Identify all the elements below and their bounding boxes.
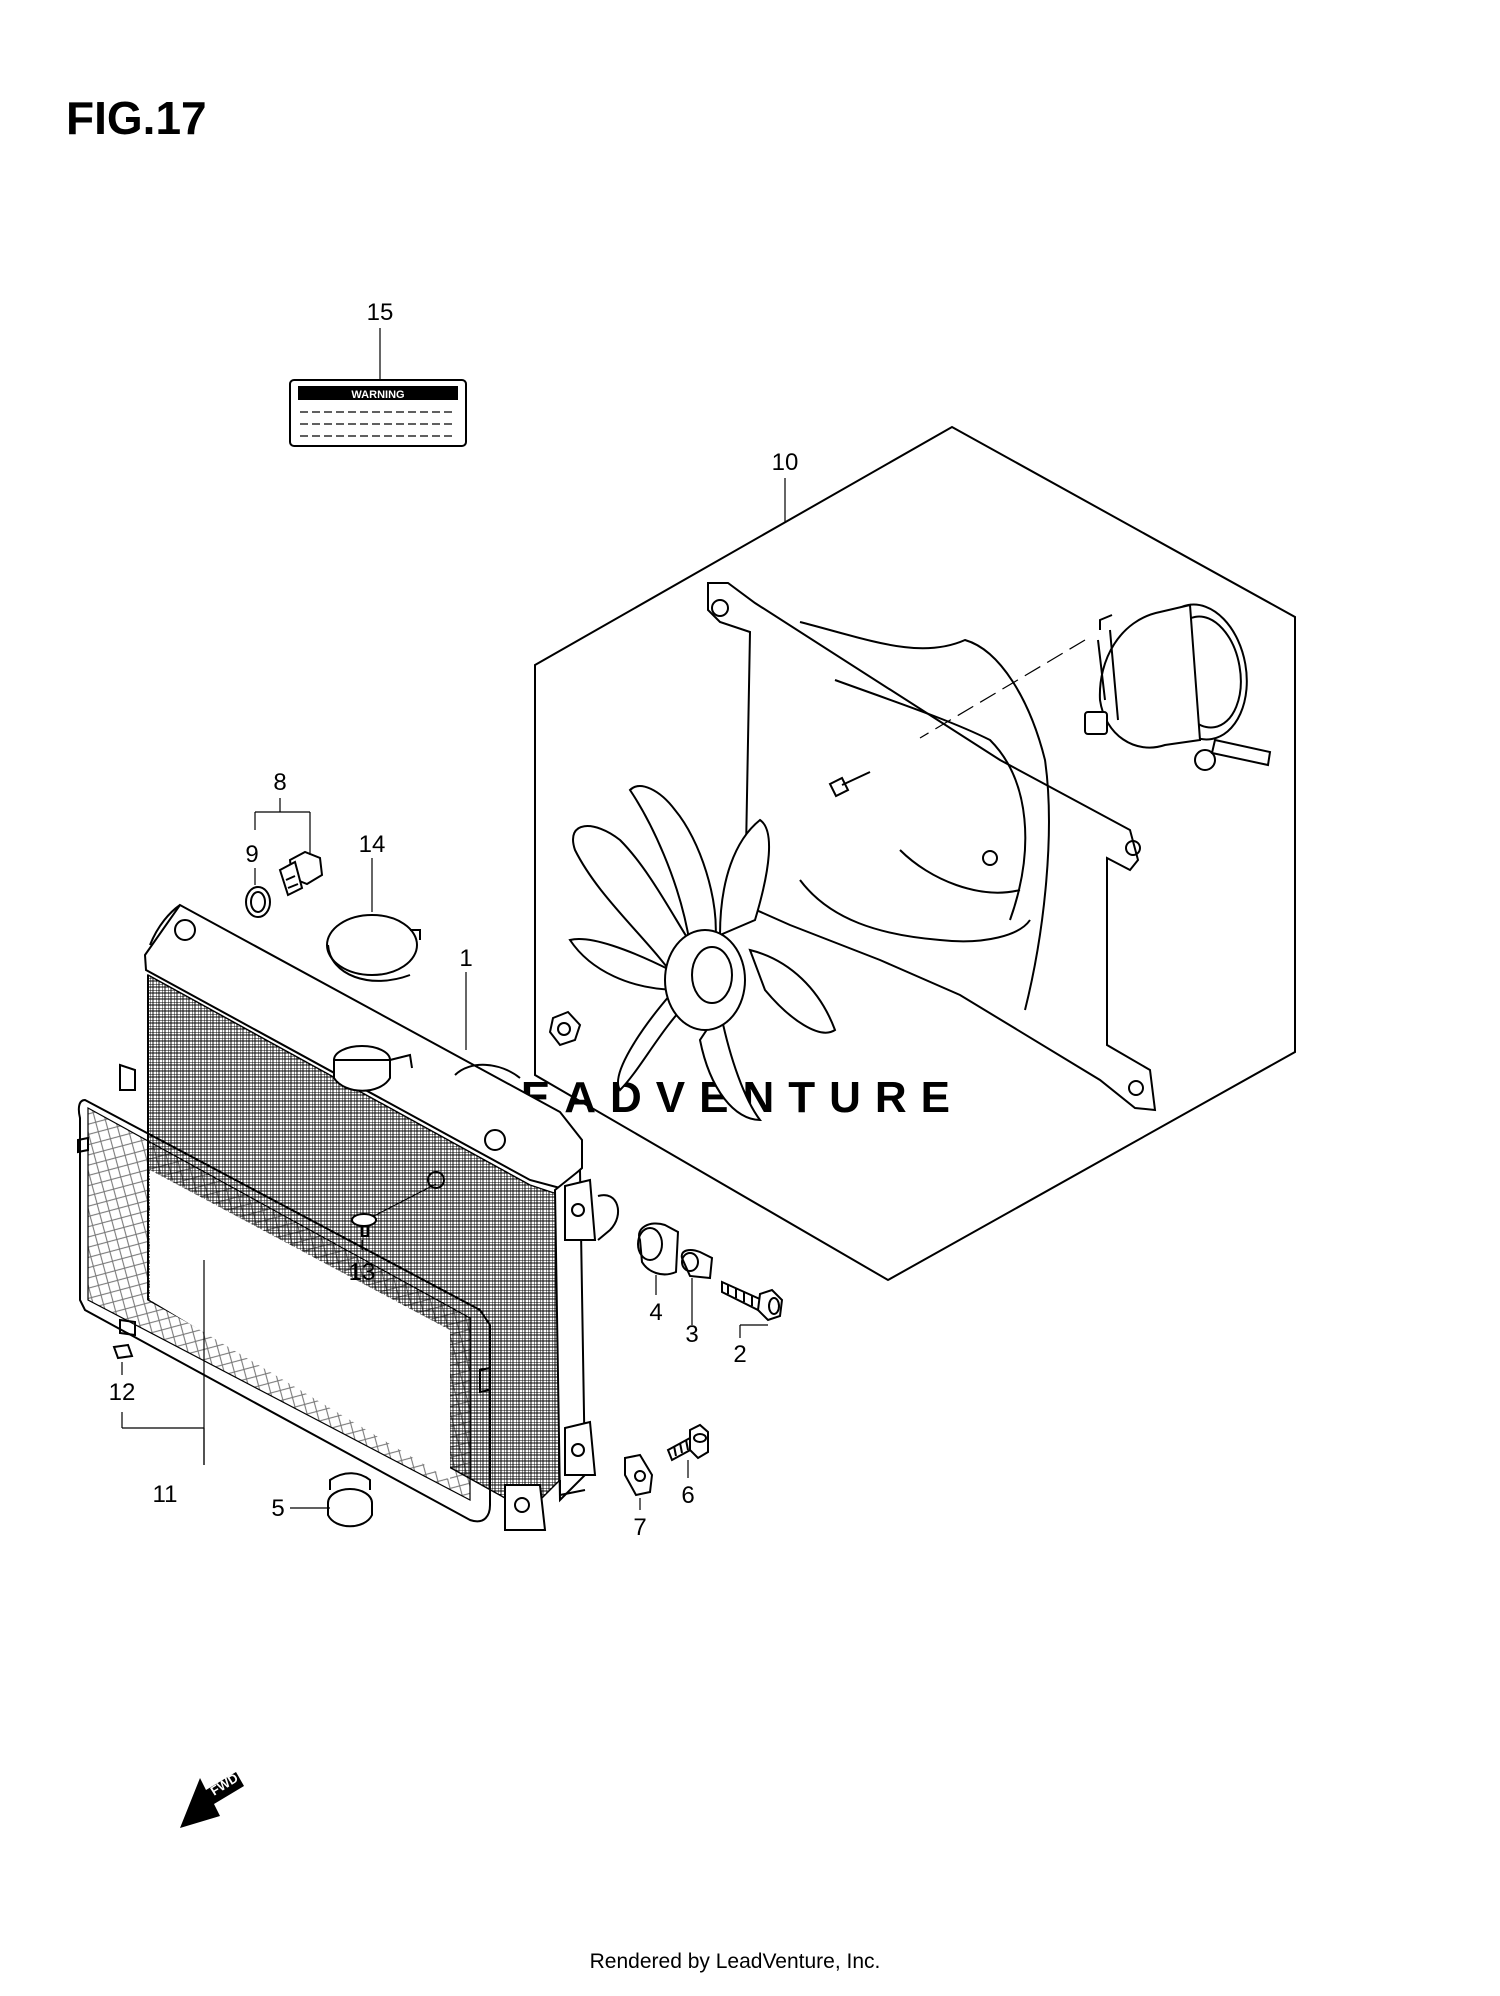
fan-nut[interactable] [548, 1010, 582, 1047]
part-3-collar[interactable] [680, 1249, 714, 1280]
callout-9[interactable]: 9 [245, 841, 258, 868]
fan-blade[interactable] [568, 785, 837, 1122]
warning-label-text: WARNING [351, 389, 404, 401]
fan-motor[interactable] [1084, 597, 1272, 771]
part-4-bushing[interactable] [637, 1222, 680, 1276]
callouts: 15 10 8 9 14 1 13 4 3 2 12 11 5 6 7 [109, 299, 799, 1541]
callout-13[interactable]: 13 [349, 1259, 376, 1286]
part-15-warning-label[interactable]: WARNING [289, 328, 467, 447]
callout-7[interactable]: 7 [633, 1514, 646, 1541]
part-11-mesh-guard[interactable] [77, 1063, 491, 1523]
callout-8[interactable]: 8 [273, 769, 286, 796]
leader-lines [121, 798, 768, 1510]
part-5-grommet[interactable] [327, 1472, 373, 1528]
callout-2[interactable]: 2 [733, 1341, 746, 1368]
callout-12[interactable]: 12 [109, 1379, 136, 1406]
callout-1[interactable]: 1 [459, 945, 472, 972]
part-13-screw[interactable] [351, 1183, 437, 1237]
part-9-o-ring[interactable] [245, 886, 271, 918]
part-6-bolt[interactable] [666, 1423, 709, 1462]
part-14-radiator-cap[interactable] [326, 914, 421, 982]
callout-3[interactable]: 3 [685, 1321, 698, 1348]
callout-10[interactable]: 10 [772, 449, 799, 476]
callout-15[interactable]: 15 [367, 299, 394, 326]
footer-credit: Rendered by LeadVenture, Inc. [590, 1950, 881, 1973]
part-2-bolt[interactable] [721, 1280, 784, 1322]
fwd-arrow-icon: FWD [180, 1770, 244, 1828]
part-12-spacer[interactable] [112, 1343, 134, 1360]
callout-4[interactable]: 4 [649, 1299, 662, 1326]
callout-14[interactable]: 14 [359, 831, 386, 858]
part-10-fan-assembly[interactable] [534, 425, 1296, 1282]
callout-6[interactable]: 6 [681, 1482, 694, 1509]
part-7-clip-nut[interactable] [624, 1453, 654, 1497]
figure-title: FIG.17 [66, 92, 207, 144]
callout-11[interactable]: 11 [153, 1481, 178, 1508]
motor-screw[interactable] [828, 771, 871, 798]
part-8-thermo-switch[interactable] [278, 850, 324, 897]
callout-5[interactable]: 5 [271, 1495, 284, 1522]
